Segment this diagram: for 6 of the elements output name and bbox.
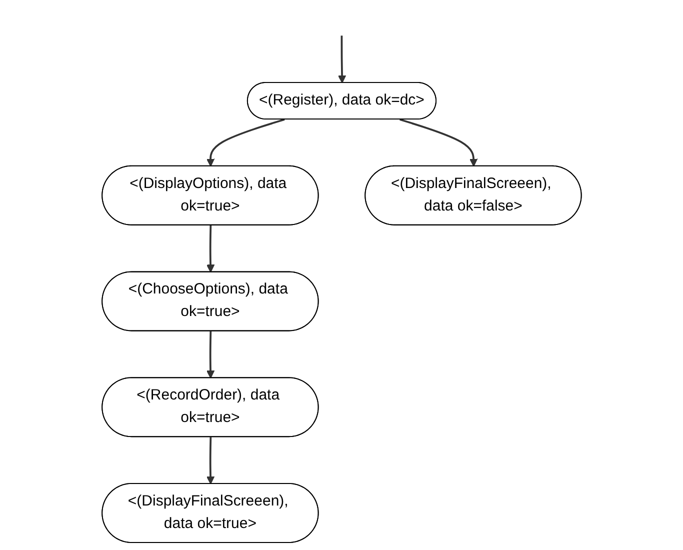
arrow (206, 225, 214, 273)
arrow (206, 331, 214, 378)
arrow (206, 437, 214, 484)
arrow (399, 118, 478, 167)
arrow (206, 118, 285, 167)
arrow (338, 36, 346, 84)
